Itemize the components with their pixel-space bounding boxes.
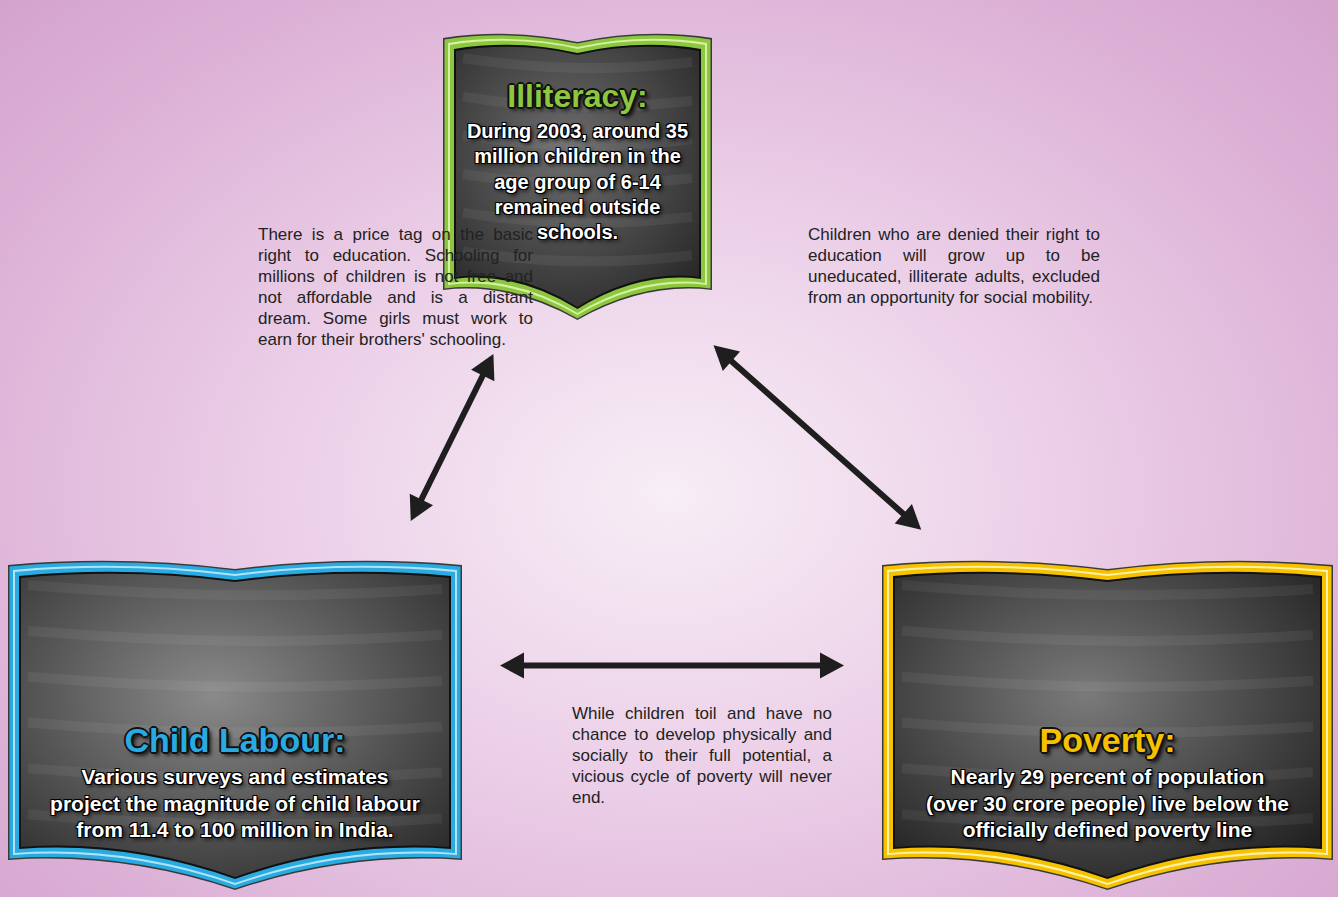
arrow-head [500,653,524,679]
photo-panel [21,574,449,877]
node-text-area: Child Labour: Various surveys and estimat… [8,555,462,844]
note-text: There is a price tag on the basic right … [258,224,533,350]
book-border [15,568,455,883]
book-border [889,568,1326,883]
book-border [884,562,1332,888]
double-arrow [410,354,495,521]
arrow-head [471,354,494,381]
node-text-area: Poverty: Nearly 29 percent of population … [882,555,1333,844]
double-arrow [714,345,922,530]
photo-panel [895,574,1320,877]
arrow-head [714,345,741,371]
book-border [19,572,451,879]
arrow-head [820,653,844,679]
photo-texture [463,58,692,68]
book-node: Child Labour: Various surveys and estimat… [8,555,462,890]
note-text: Children who are denied their right to e… [808,224,1100,308]
arrow-head [410,494,433,521]
double-arrow [500,653,844,679]
arrow-head [895,504,922,530]
photo-texture [28,631,442,641]
book-border [882,561,1333,890]
arrow-shaft [520,663,824,669]
node-body-text: Various surveys and estimates project th… [48,764,422,844]
node-heading: Child Labour: [48,721,422,760]
arrow-shaft [728,359,906,517]
arrow-shaft [420,372,485,503]
book-border [13,566,457,885]
book-border [10,562,461,888]
node-heading: Illiteracy: [457,78,698,115]
node-heading: Poverty: [922,721,1293,760]
node-body-text: Nearly 29 percent of population (over 30… [922,764,1293,844]
photo-texture [902,631,1313,641]
photo-texture [902,585,1313,595]
book-border [887,566,1328,885]
note-text: While children toil and have no chance t… [572,703,832,808]
photo-texture [902,677,1313,687]
book-border [8,561,462,890]
book-border [893,572,1322,879]
photo-texture [28,677,442,687]
photo-texture [28,585,442,595]
node-text-area: Illiteracy:During 2003, around 35 millio… [443,28,712,246]
book-node: Poverty: Nearly 29 percent of population … [882,555,1333,890]
